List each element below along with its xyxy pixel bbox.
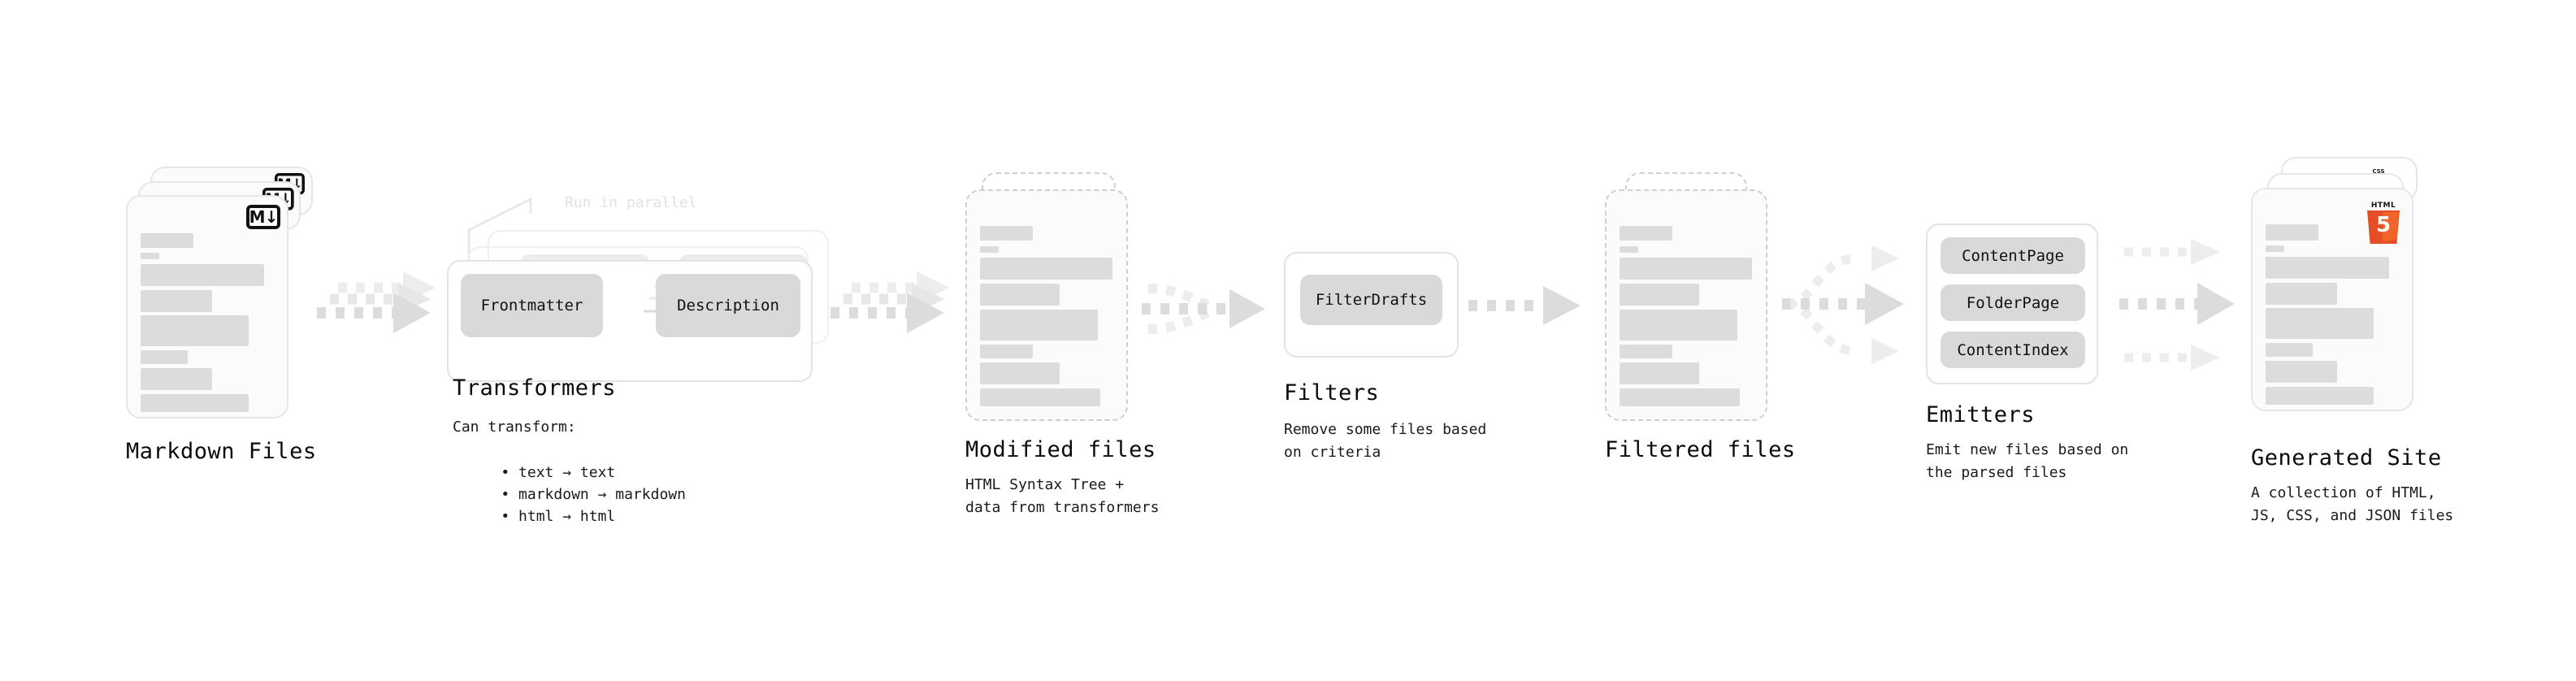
connector-markdown-to-transformers bbox=[315, 268, 462, 341]
connector-modified-to-filters bbox=[1142, 260, 1304, 349]
markdown-files-title: Markdown Files bbox=[126, 439, 317, 464]
skeleton-line bbox=[141, 394, 249, 412]
emitter-chip-contentpage[interactable]: ContentPage bbox=[1941, 237, 2085, 274]
connector-filtered-to-emitters bbox=[1776, 229, 1938, 375]
skeleton-line bbox=[141, 264, 264, 286]
connector-emitters-to-site bbox=[2113, 229, 2275, 375]
transformers-group: Run in parallel Frontmatter Desc bbox=[443, 191, 829, 394]
filtered-files-stack bbox=[1605, 172, 1792, 421]
transformers-bullet-0: • text → text bbox=[501, 463, 616, 481]
skeleton-line bbox=[141, 290, 212, 312]
bullet-dot: • bbox=[501, 463, 519, 481]
skeleton-line bbox=[2266, 308, 2374, 339]
connector-transformers-to-modified bbox=[829, 268, 975, 341]
skeleton-line bbox=[980, 388, 1100, 406]
emitters-description: Emit new files based on the parsed files bbox=[1926, 441, 2129, 481]
transformers-title: Transformers bbox=[453, 375, 617, 401]
html5-shield-inner bbox=[2383, 212, 2399, 241]
transformer-chip-description[interactable]: Description bbox=[656, 274, 800, 337]
skeleton-line bbox=[2266, 283, 2337, 305]
skeleton-line bbox=[980, 226, 1033, 241]
skeleton-line bbox=[141, 233, 193, 248]
run-in-parallel-label: Run in parallel bbox=[565, 194, 697, 211]
skeleton-line bbox=[1620, 258, 1752, 280]
markdown-glyph: M↓ bbox=[249, 207, 279, 227]
modified-files-description: HTML Syntax Tree + data from transformer… bbox=[965, 476, 1160, 516]
html5-icon: HTML 5 bbox=[2365, 202, 2402, 244]
markdown-files-stack: M↓ M↓ M↓ bbox=[126, 167, 313, 419]
skeleton-line bbox=[1620, 226, 1672, 241]
modified-files-stack bbox=[965, 172, 1152, 421]
generated-site-title: Generated Site bbox=[2251, 445, 2442, 471]
skeleton-line bbox=[980, 310, 1098, 340]
skeleton-line bbox=[2266, 343, 2313, 357]
transformers-bullet-1: • markdown → markdown bbox=[501, 485, 686, 503]
filters-group: FilterDrafts bbox=[1284, 252, 1463, 358]
generated-site-stack: CSS HTML 5 bbox=[2251, 157, 2454, 427]
skeleton-line bbox=[2266, 361, 2337, 383]
bullet-dot: • bbox=[501, 507, 519, 525]
skeleton-line bbox=[2266, 387, 2374, 405]
skeleton-line bbox=[2266, 257, 2389, 279]
css-label: CSS bbox=[2372, 168, 2385, 175]
emitter-chip-contentindex[interactable]: ContentIndex bbox=[1941, 332, 2085, 368]
skeleton-line bbox=[980, 362, 1060, 384]
markdown-icon: M↓ bbox=[246, 205, 280, 229]
modified-files-title: Modified files bbox=[965, 437, 1156, 462]
html5-label: HTML bbox=[2370, 202, 2396, 210]
skeleton-line bbox=[2266, 224, 2318, 241]
skeleton-line bbox=[141, 253, 159, 259]
transformers-description: Can transform: bbox=[453, 419, 576, 436]
skeleton-line bbox=[2266, 245, 2284, 252]
connector-filters-to-filtered bbox=[1467, 283, 1605, 332]
skeleton-line bbox=[1620, 284, 1699, 306]
generated-site-description: A collection of HTML, JS, CSS, and JSON … bbox=[2251, 484, 2454, 524]
skeleton-line bbox=[141, 315, 249, 346]
transformer-chip-frontmatter[interactable]: Frontmatter bbox=[461, 274, 603, 337]
skeleton-line bbox=[1620, 388, 1740, 406]
emitter-chip-folderpage[interactable]: FolderPage bbox=[1941, 284, 2085, 321]
skeleton-line bbox=[980, 284, 1060, 306]
skeleton-line bbox=[1620, 246, 1638, 253]
skeleton-line bbox=[980, 345, 1033, 358]
skeleton-line bbox=[980, 246, 999, 253]
emitters-title: Emitters bbox=[1926, 402, 2036, 427]
skeleton-line bbox=[980, 258, 1112, 280]
transformers-bullet-2: • html → html bbox=[501, 507, 616, 525]
skeleton-line bbox=[141, 368, 212, 390]
skeleton-line bbox=[1620, 310, 1737, 340]
skeleton-line bbox=[141, 350, 188, 364]
skeleton-line bbox=[1620, 345, 1672, 358]
filtered-files-title: Filtered files bbox=[1605, 437, 1796, 462]
emitters-group: ContentPage FolderPage ContentIndex bbox=[1926, 223, 2113, 386]
filters-description: Remove some files based on criteria bbox=[1284, 421, 1487, 461]
filters-title: Filters bbox=[1284, 380, 1380, 406]
filter-chip-filterdrafts[interactable]: FilterDrafts bbox=[1300, 275, 1442, 325]
html5-number: 5 bbox=[2375, 213, 2392, 237]
skeleton-line bbox=[1620, 362, 1699, 384]
bullet-dot: • bbox=[501, 485, 519, 503]
